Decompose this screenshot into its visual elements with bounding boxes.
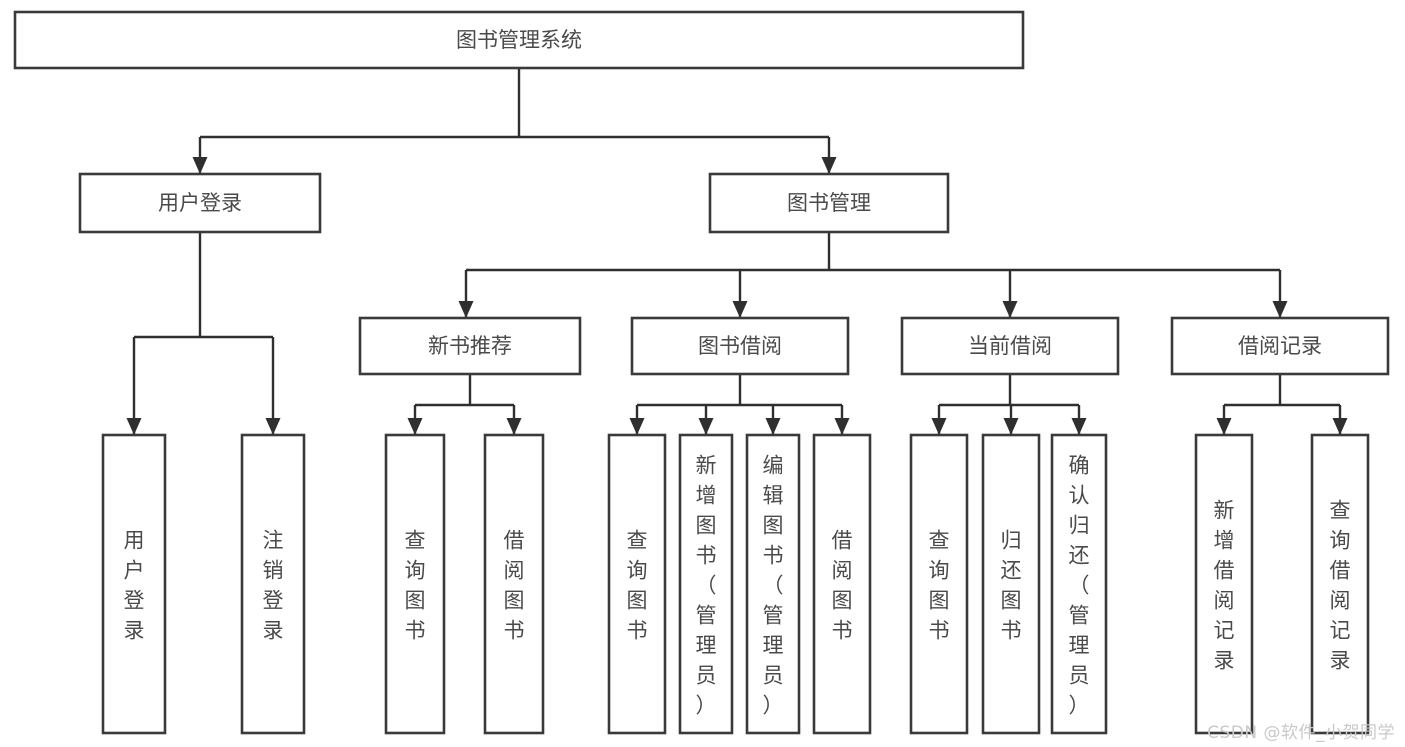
node-label: 新书推荐: [428, 334, 512, 358]
node-leaf-borrow-book-recommend[interactable]: 借阅图书: [483, 433, 545, 735]
connector-borrow-records-to-leaves: [1216, 374, 1348, 435]
node-label: 用户登录: [124, 528, 145, 642]
node-layer: 图书管理系统用户登录图书管理新书推荐图书借阅当前借阅借阅记录用户登录注销登录查询…: [13, 10, 1390, 735]
connector-new-book-recommend-to-leaves: [407, 374, 522, 435]
connector-current-borrow-to-leaves: [931, 374, 1087, 435]
node-label: 图书借阅: [698, 334, 782, 358]
node-label: 新增借阅记录: [1214, 498, 1235, 672]
connector-layer: [126, 68, 1348, 435]
node-book-borrow[interactable]: 图书借阅: [630, 316, 850, 376]
node-label: 确认归还（管理员）: [1069, 453, 1090, 717]
node-label: 借阅图书: [832, 528, 853, 642]
node-book-management[interactable]: 图书管理: [708, 172, 950, 234]
node-user-login[interactable]: 用户登录: [78, 172, 322, 234]
node-leaf-return-book[interactable]: 归还图书: [981, 433, 1041, 735]
node-label: 新增图书（管理员）: [696, 453, 717, 717]
connector-book-borrow-to-leaves: [629, 374, 850, 435]
connector-book-management-to-level3: [458, 232, 1288, 318]
node-label: 查询图书: [627, 528, 648, 642]
node-leaf-user-logout[interactable]: 注销登录: [240, 433, 306, 735]
connector-user-login-to-leaves: [126, 232, 281, 435]
node-label: 查询图书: [405, 528, 426, 642]
node-label: 借阅记录: [1238, 334, 1322, 358]
node-leaf-edit-book[interactable]: 编辑图书（管理员）: [745, 433, 801, 735]
node-label: 图书管理系统: [456, 28, 582, 52]
node-label: 注销登录: [263, 528, 284, 642]
node-leaf-query-book-recommend[interactable]: 查询图书: [384, 433, 446, 735]
node-label: 用户登录: [158, 191, 242, 215]
node-label: 图书管理: [787, 191, 871, 215]
node-leaf-query-borrow-record[interactable]: 查询借阅记录: [1310, 433, 1370, 735]
node-leaf-confirm-return[interactable]: 确认归还（管理员）: [1050, 433, 1108, 735]
node-label: 查询图书: [929, 528, 950, 642]
node-label: 归还图书: [1001, 528, 1022, 642]
node-leaf-user-login[interactable]: 用户登录: [101, 433, 167, 735]
node-leaf-query-book-current[interactable]: 查询图书: [909, 433, 969, 735]
connector-root-to-level2: [192, 68, 837, 174]
node-leaf-add-borrow-record[interactable]: 新增借阅记录: [1194, 433, 1254, 735]
node-leaf-query-book-borrow[interactable]: 查询图书: [607, 433, 667, 735]
node-root[interactable]: 图书管理系统: [13, 10, 1025, 70]
node-new-book-recommend[interactable]: 新书推荐: [358, 316, 582, 376]
node-label: 编辑图书（管理员）: [763, 453, 784, 717]
node-label: 当前借阅: [968, 334, 1052, 358]
node-current-borrow[interactable]: 当前借阅: [900, 316, 1120, 376]
node-label: 查询借阅记录: [1330, 498, 1351, 672]
node-leaf-borrow-book[interactable]: 借阅图书: [812, 433, 872, 735]
node-borrow-records[interactable]: 借阅记录: [1170, 316, 1390, 376]
node-label: 借阅图书: [504, 528, 525, 642]
node-leaf-add-book[interactable]: 新增图书（管理员）: [678, 433, 734, 735]
